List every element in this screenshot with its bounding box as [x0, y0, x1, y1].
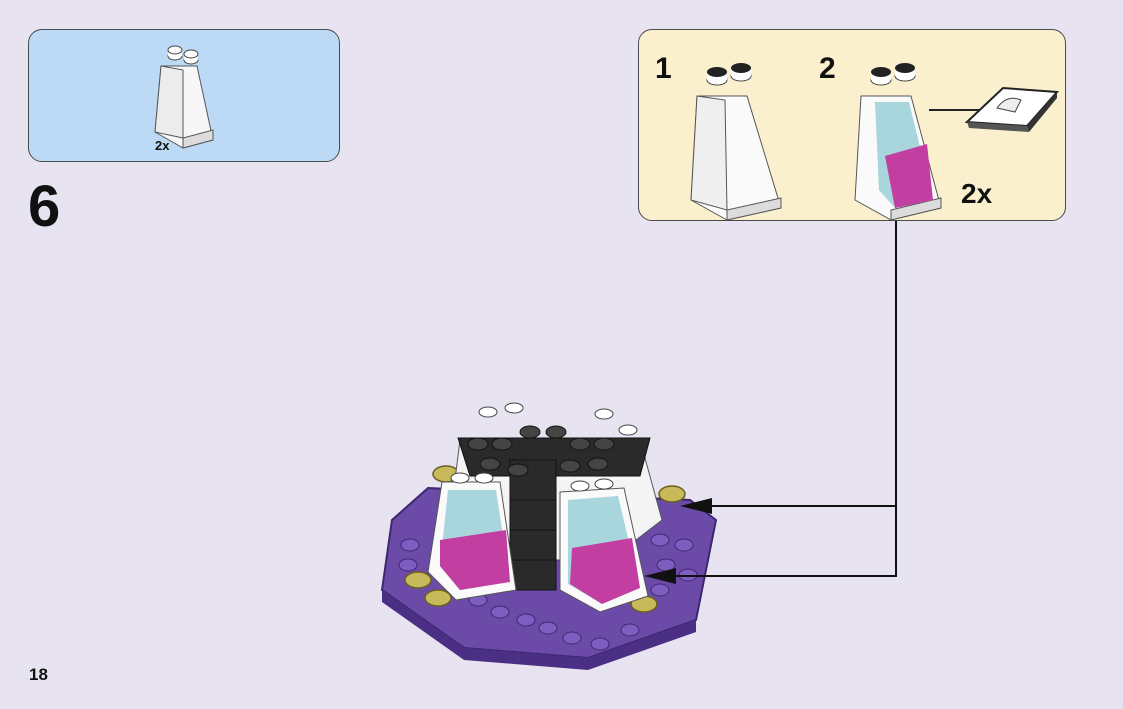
sub-assembly-quantity: 2x: [961, 178, 993, 209]
white-slope-brick-icon: [690, 63, 782, 221]
arrow-head-lower: [644, 568, 676, 584]
callout-arrows: [668, 221, 897, 577]
printed-slope-brick-icon: [854, 63, 981, 221]
page-number: 18: [29, 665, 48, 684]
sub-assembly-callout: 1 2: [638, 29, 1066, 221]
white-slope-brick-icon: [154, 45, 214, 149]
sub-step-2-label: 2: [819, 52, 836, 85]
sub-step-1-label: 1: [655, 52, 672, 85]
arrow-head-upper: [680, 498, 712, 514]
parts-callout: 2x: [28, 29, 340, 162]
step-number: 6: [28, 174, 61, 239]
sticker-sheet-icon: [964, 86, 1060, 132]
parts-quantity: 2x: [155, 138, 170, 153]
